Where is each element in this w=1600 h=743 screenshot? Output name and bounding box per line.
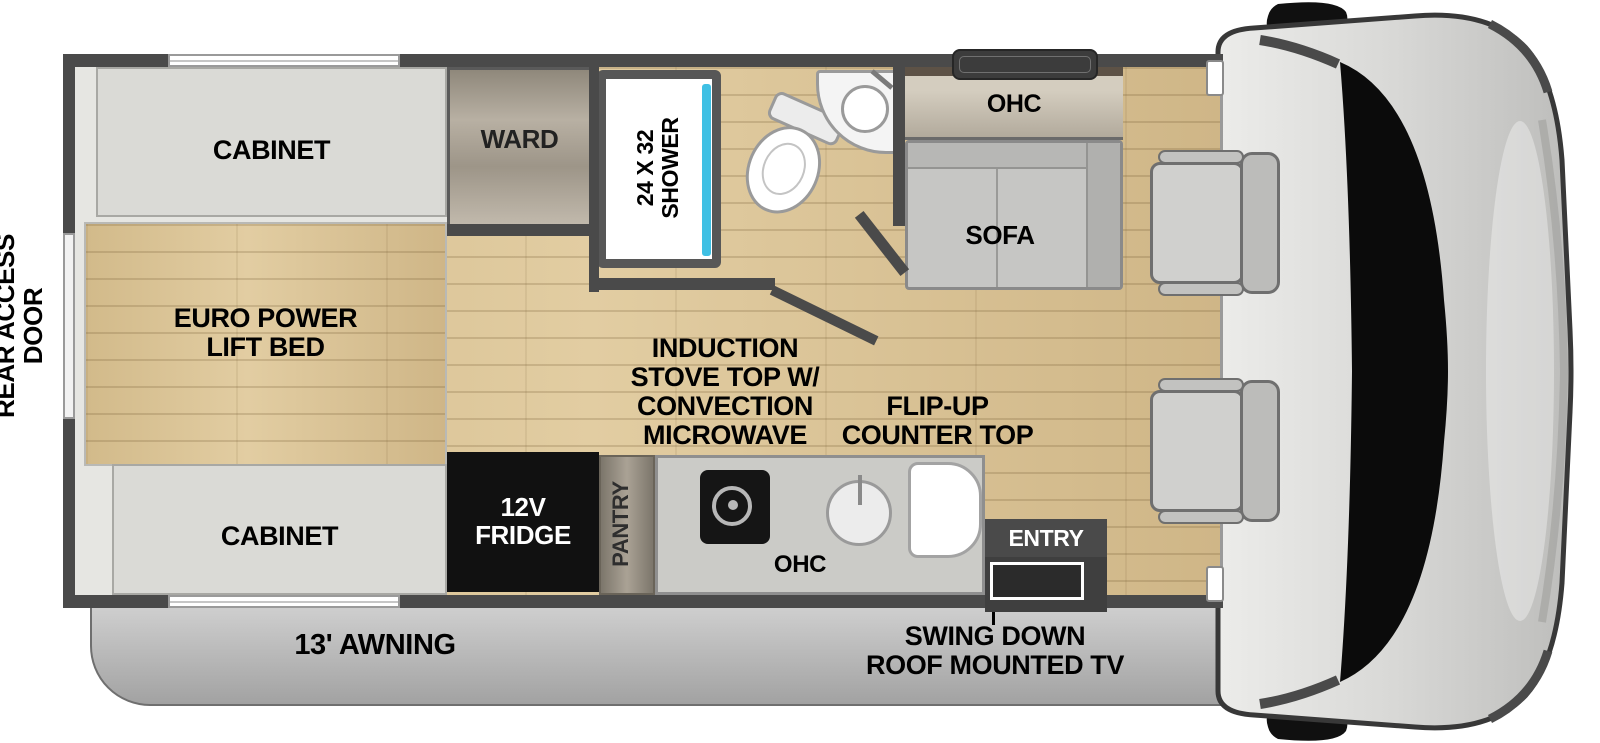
bed-label: EURO POWER LIFT BED xyxy=(173,303,358,362)
awning-label: 13' AWNING xyxy=(294,629,456,661)
flip-up-label: FLIP-UP COUNTER TOP xyxy=(841,391,1034,450)
cab-front xyxy=(1215,2,1574,741)
seat-armrest xyxy=(1158,150,1244,164)
seat-cushion xyxy=(1150,390,1244,512)
ohc-upper-label: OHC xyxy=(986,90,1042,118)
seat-armrest xyxy=(1158,510,1244,524)
kitchen-faucet xyxy=(858,475,862,505)
shower-stall xyxy=(597,70,721,268)
entry-zone: ENTRY xyxy=(985,519,1107,557)
pantry-label: PANTRY xyxy=(608,481,633,567)
roof-vent-inner xyxy=(959,56,1091,73)
a-pillar xyxy=(1259,675,1341,709)
cabinet-top-label: CABINET xyxy=(212,135,331,165)
wall-bath-bottom xyxy=(592,278,775,290)
fridge xyxy=(447,452,599,592)
tv-pointer-line xyxy=(992,612,995,625)
nose-corner xyxy=(1487,649,1553,724)
tv-label: SWING DOWN ROOF MOUNTED TV xyxy=(866,621,1124,680)
rear-access-door xyxy=(63,233,75,419)
ohc-lower-label: OHC xyxy=(773,551,827,578)
seat-cushion xyxy=(1150,162,1244,284)
nose-corner xyxy=(1487,19,1553,94)
cab-seat-icon xyxy=(1150,378,1282,524)
bedroom-window-bottom xyxy=(168,595,400,608)
seat-headrest xyxy=(1240,380,1280,522)
shower-glass-icon xyxy=(702,84,711,256)
flip-up-counter xyxy=(908,462,982,558)
bedroom-window-top xyxy=(168,54,400,67)
sofa-back-cushion xyxy=(908,143,1120,169)
sofa-armrest xyxy=(1086,143,1120,287)
kitchen-sink-icon xyxy=(826,475,892,546)
shower-label: 24 X 32 SHOWER xyxy=(632,117,683,219)
body-marker xyxy=(1206,60,1224,96)
seat-headrest xyxy=(1240,152,1280,294)
cab-seat-icon xyxy=(1150,150,1282,296)
cabinet-bottom-label: CABINET xyxy=(220,521,339,551)
a-pillar xyxy=(1259,35,1341,69)
wall-bath-right xyxy=(893,54,905,226)
hood-highlight xyxy=(1486,121,1554,621)
stove-icon xyxy=(700,470,770,544)
entry-label: ENTRY xyxy=(1008,524,1084,551)
ward-label: WARD xyxy=(480,124,559,154)
bath-sink-basin xyxy=(841,85,889,133)
lift-bed xyxy=(84,222,447,466)
bedroom-cabinet-top xyxy=(96,67,447,217)
stove-knob xyxy=(728,500,738,510)
induction-label: INDUCTION STOVE TOP W/ CONVECTION MICROW… xyxy=(630,333,820,450)
rear-access-door-label: REAR ACCESS DOOR xyxy=(0,234,48,418)
stove-burner xyxy=(712,486,752,526)
roof-vent-icon xyxy=(952,49,1098,80)
toilet-bowl-inner xyxy=(753,135,814,203)
front-edge xyxy=(1538,119,1569,623)
bedroom-cabinet-bottom xyxy=(112,464,447,595)
tv-outline-icon xyxy=(990,562,1084,600)
seat-armrest xyxy=(1158,378,1244,392)
pantry xyxy=(599,455,655,595)
body-marker xyxy=(1206,566,1224,602)
seat-armrest xyxy=(1158,282,1244,296)
wall-ward-bottom xyxy=(447,224,592,236)
windshield-icon xyxy=(1340,62,1448,682)
wall-bath-left xyxy=(589,54,599,292)
sofa xyxy=(905,140,1123,290)
fridge-label: 12V FRIDGE xyxy=(475,492,571,550)
sofa-label: SOFA xyxy=(965,220,1035,250)
sofa-cushion-divider xyxy=(996,169,998,287)
